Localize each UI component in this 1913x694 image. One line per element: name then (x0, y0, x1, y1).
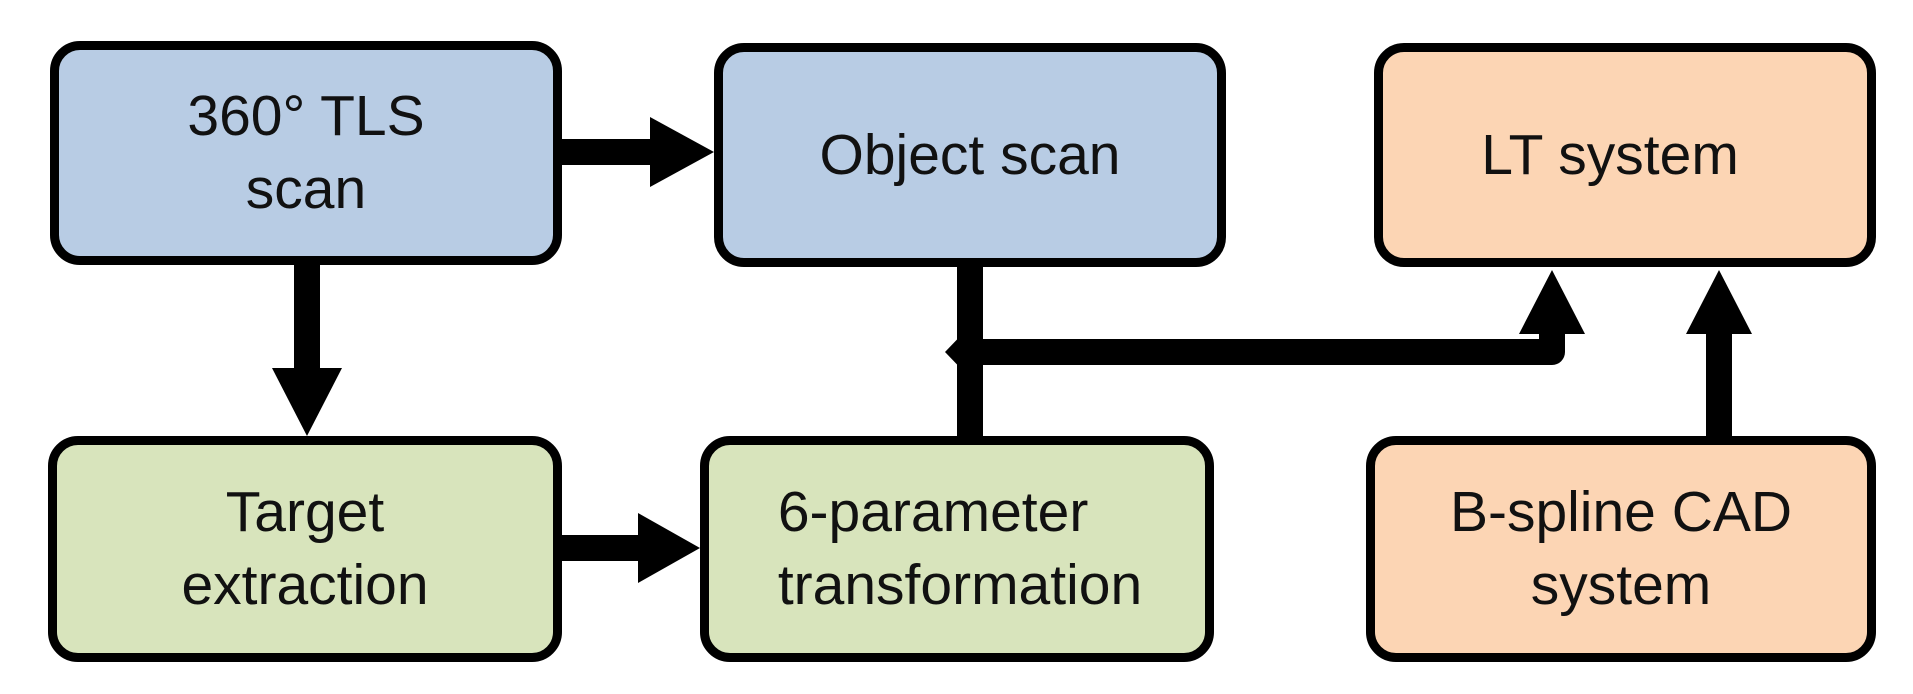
node-label-line1: B-spline CAD (1449, 480, 1793, 544)
node-label-line2: scan (245, 157, 367, 221)
node-label-line2: extraction (181, 553, 429, 617)
edge-tls-to-target (272, 265, 342, 436)
node-label-line2: transformation (777, 553, 1143, 617)
node-label-line1: Target (225, 480, 385, 544)
node-lt-system: LT system (1374, 43, 1876, 267)
node-360-tls-scan: 360° TLS scan (50, 41, 562, 265)
node-6-parameter-transformation: 6-parameter transformation (700, 436, 1214, 662)
node-bspline-cad-system: B-spline CAD system (1366, 436, 1876, 662)
node-label-line2: system (1530, 553, 1712, 617)
node-object-scan: Object scan (714, 43, 1226, 267)
edge-bspline-to-lt (1686, 270, 1752, 436)
edge-tls-to-object (562, 117, 714, 187)
node-target-extraction: Target extraction (48, 436, 562, 662)
edge-target-to-transformation (562, 513, 700, 583)
node-label-line1: Object scan (819, 122, 1121, 187)
edge-merge-to-lt (945, 267, 1585, 436)
node-label-line1: 6-parameter (777, 480, 1089, 544)
node-label-line1: LT system (1481, 122, 1739, 187)
node-label-line1: 360° TLS (187, 84, 425, 148)
